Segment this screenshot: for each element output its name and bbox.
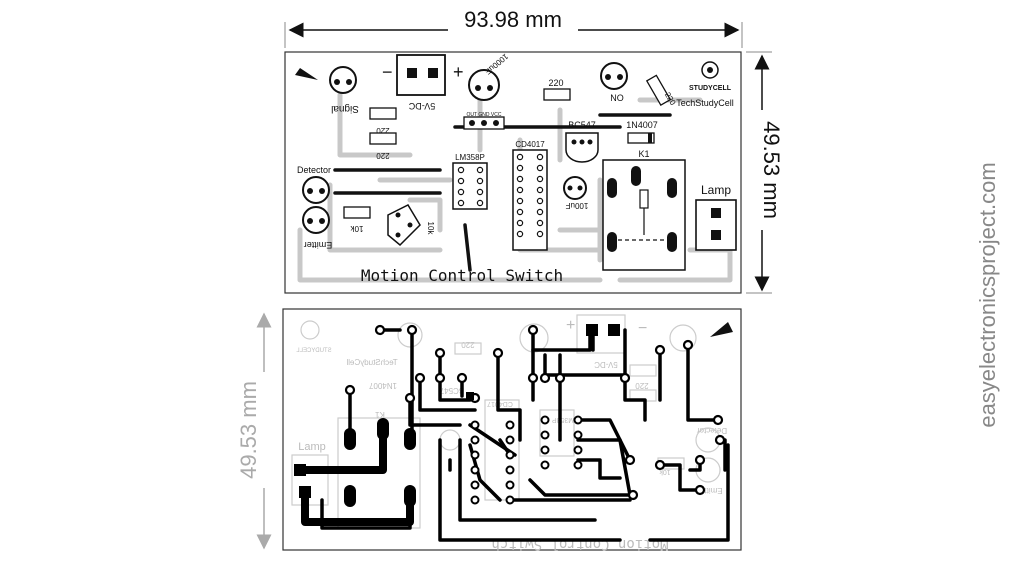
top-board-title: Motion Control Switch — [361, 266, 563, 285]
signal-label: Signal — [331, 103, 359, 114]
signal-led: Signal — [329, 66, 359, 114]
ic-lm358p: LM358P — [452, 153, 488, 210]
emitter-label: Emitter — [304, 240, 333, 250]
detector-label: Detector — [297, 165, 331, 175]
transistor-bc547: BC547 — [565, 120, 599, 163]
cap-100uf: 100uF — [563, 176, 589, 210]
ghost-emitter: Emitter — [697, 486, 723, 495]
no-led: NO — [600, 62, 628, 103]
r10k-label: 10k — [350, 224, 364, 233]
ghost-power: 5V-DC — [594, 360, 618, 369]
detector-led: Detector — [297, 165, 331, 204]
ghost-220a: 220 — [461, 340, 475, 349]
resistor-220-left-b: 220 — [369, 132, 397, 160]
ghost-lm358: LM358P — [552, 416, 578, 423]
cd4017-label: CD4017 — [515, 140, 545, 149]
bottom-height-dimension: 49.53 mm — [236, 312, 278, 550]
ic-pads-lm358 — [540, 415, 583, 470]
n4007-label: 1N4007 — [626, 120, 658, 130]
ghost-plus: + — [566, 317, 575, 334]
copper-pads — [344, 324, 726, 501]
ghost-cd4017: CD4017 — [487, 400, 513, 407]
bottom-orientation-mark — [710, 322, 733, 337]
lamp-connector: Lamp — [695, 183, 737, 251]
ghost-bc547: BC547 — [439, 386, 464, 395]
plus-label: + — [453, 62, 464, 82]
ic-cd4017: CD4017 — [512, 140, 548, 251]
width-dimension: 93.98 mm — [284, 6, 743, 48]
lamp-copper — [296, 424, 414, 526]
ghost-10k: 10k — [659, 468, 671, 475]
ghost-1n4007: 1N4007 — [368, 381, 397, 390]
orientation-mark — [295, 68, 318, 80]
ghost-k1: K1 — [375, 410, 385, 419]
top-ghost-traces — [297, 87, 733, 283]
ghost-detector: Detector — [697, 426, 728, 435]
k1-label: K1 — [638, 149, 649, 159]
relay-copper-pads — [294, 324, 620, 507]
bottom-board: 49.53 mm Motion Control Switch Lamp K1 T… — [236, 308, 742, 552]
diode-1n4007: 1N4007 — [626, 120, 658, 144]
studycell-logo: STUDYCELL TechStudyCell — [676, 61, 734, 108]
height-label: 49.53 mm — [759, 121, 784, 219]
site-watermark: easyelectronicsproject.com — [975, 162, 1000, 427]
height-dimension: 49.53 mm — [746, 51, 784, 294]
r220-left-a-label: 220 — [376, 126, 390, 135]
ghost-lamp: Lamp — [298, 441, 326, 453]
minus-label: − — [382, 62, 393, 82]
bottom-height-label: 49.53 mm — [236, 381, 261, 479]
pins-label: OUT GND VCC — [467, 112, 502, 118]
power-connector: 5V-DC — [396, 54, 446, 111]
ghost-220b: 220 — [635, 381, 649, 390]
ghost-minus: − — [638, 320, 647, 337]
relay-k1: K1 — [602, 149, 686, 271]
potentiometer: 10k — [387, 204, 435, 247]
cap-100-label: 100uF — [566, 201, 589, 210]
no-label: NO — [610, 93, 624, 103]
resistor-220-top: 220 — [543, 78, 571, 101]
studycell-text: STUDYCELL — [689, 85, 732, 92]
resistor-220-left-a: 220 — [369, 107, 397, 135]
ghost-brand: TechStudyCell — [346, 358, 397, 367]
ghost-studycell: STUDYCELL — [296, 348, 332, 354]
r220-top-label: 220 — [548, 78, 563, 88]
bc547-label: BC547 — [568, 120, 596, 130]
lamp-label: Lamp — [701, 183, 731, 197]
resistor-10k: 10k — [343, 206, 371, 233]
power-label: 5V-DC — [408, 101, 435, 111]
top-board: Signal − + 5V-DC 1000uF 220 — [284, 51, 742, 294]
pot10k-label: 10k — [426, 222, 435, 236]
square-pad — [466, 392, 474, 400]
r220-left-b-label: 220 — [376, 151, 390, 160]
ic-pads-cd4017 — [470, 420, 515, 505]
emitter-led: Emitter — [302, 206, 333, 250]
lm358p-label: LM358P — [455, 153, 485, 162]
width-label: 93.98 mm — [464, 7, 562, 32]
brand-text: TechStudyCell — [676, 98, 734, 108]
sensor-header: OUT GND VCC — [463, 112, 505, 130]
